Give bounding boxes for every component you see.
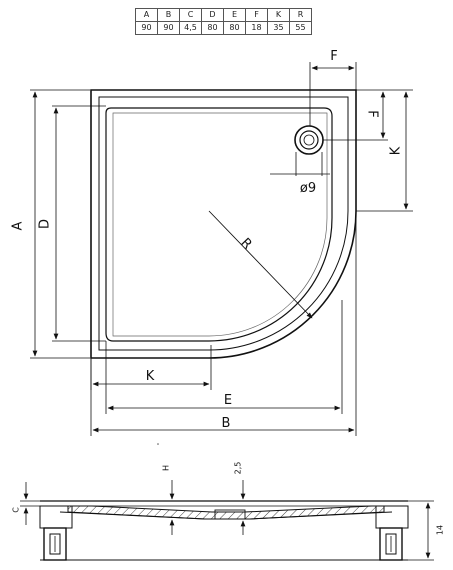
radius-line <box>208 210 313 319</box>
tray-top-view <box>90 89 357 359</box>
label-drain-diameter: ø9 <box>300 181 316 196</box>
dimension-table-value-row: 90 90 4,5 80 80 18 35 55 <box>135 21 312 35</box>
label-a: A <box>11 221 26 230</box>
label-f-side: F <box>365 110 380 117</box>
stray-dot <box>157 443 159 445</box>
label-f-top: F <box>330 49 337 64</box>
side-section-dimensions <box>20 480 434 561</box>
tray-basin-outline <box>105 107 333 342</box>
label-h: H <box>162 465 171 471</box>
dimension-table-header-row: A B C D E F K R <box>135 8 312 22</box>
label-b: B <box>222 416 231 431</box>
side-section-labels: C H 2,5 14 <box>12 462 445 535</box>
label-c: C <box>12 507 21 513</box>
drain-inner-ring <box>299 130 319 150</box>
label-height: 14 <box>436 525 445 535</box>
tray-side-section <box>39 500 409 561</box>
dimension-table: A B C D E F K R 90 90 4,5 80 80 18 35 55 <box>135 8 312 35</box>
left-foot-inner <box>49 533 61 555</box>
drain-section <box>214 509 246 520</box>
tray-outer-outline <box>90 89 357 359</box>
tray-basin-shadow <box>112 112 328 337</box>
label-k-right: K <box>389 146 404 155</box>
label-k-bottom: K <box>146 369 155 384</box>
table-value-cell: 35 <box>267 21 290 35</box>
label-depth: 2,5 <box>234 462 243 475</box>
label-d: D <box>38 219 53 229</box>
tray-rim-line <box>98 96 349 351</box>
top-view-dimensions <box>30 62 413 436</box>
table-value-cell: 80 <box>201 21 224 35</box>
basin-floor-hatch <box>67 505 385 520</box>
table-value-cell: 80 <box>223 21 246 35</box>
drain-core <box>303 134 315 146</box>
table-value-cell: 55 <box>289 21 312 35</box>
left-support-frame <box>39 505 73 529</box>
right-foot-inner <box>385 533 397 555</box>
label-r: R <box>237 236 254 253</box>
label-e: E <box>224 393 232 408</box>
